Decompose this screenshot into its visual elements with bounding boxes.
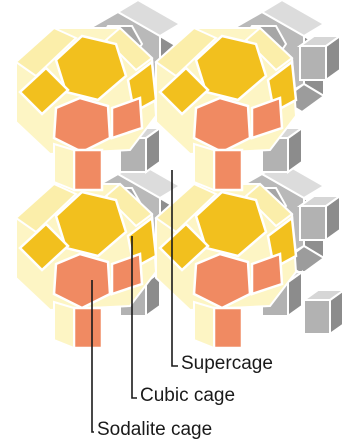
sodalite-cage-bottom-right <box>154 182 298 312</box>
leader-line-sodalite-cage <box>91 280 94 433</box>
cubic-cage-right-lower <box>192 300 244 350</box>
rear-prism-far-right <box>303 289 342 335</box>
sodalite-cage-bottom-left <box>14 182 158 312</box>
rear-prism-right-top <box>299 35 341 81</box>
label-supercage: Supercage <box>181 353 273 374</box>
label-cubic-cage: Cubic cage <box>140 385 236 406</box>
leader-line-cubic-cage <box>131 236 137 399</box>
cubic-cage-left-upper <box>52 142 104 192</box>
label-sodalite-cage: Sodalite cage <box>97 419 213 440</box>
rear-prism-right-bottom <box>299 195 341 241</box>
cubic-cage-left-lower <box>52 300 104 350</box>
leader-line-supercage <box>171 170 178 367</box>
sodalite-cage-top-left <box>14 26 158 156</box>
sodalite-cage-top-right <box>154 26 298 156</box>
cubic-cage-right-upper <box>192 142 244 192</box>
